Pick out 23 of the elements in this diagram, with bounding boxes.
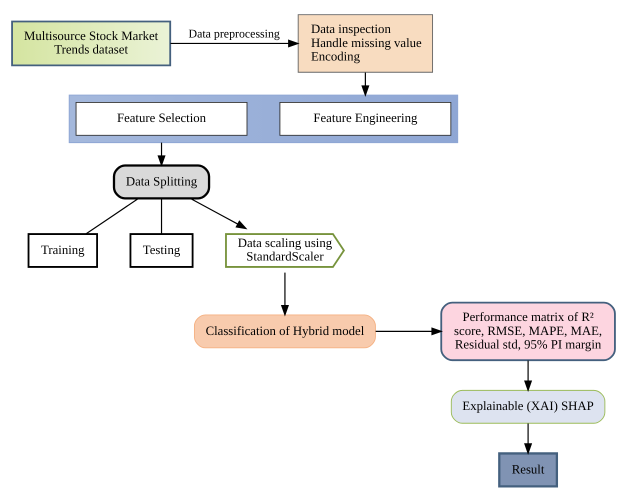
node-box: Training	[28, 233, 98, 268]
arrow	[158, 142, 166, 167]
node-box: Performance matrix of R² score, RMSE, MAPE, MAE, Residual std, 95% PI margin	[440, 302, 616, 362]
cluster	[68, 94, 458, 144]
arrow	[361, 72, 370, 97]
arrow	[170, 39, 300, 48]
connector	[160, 198, 162, 234]
connector	[85, 198, 139, 235]
node-box: Multisource Stock Market Trends dataset	[11, 20, 172, 66]
arrow	[376, 327, 443, 336]
arrow	[524, 360, 532, 392]
node-box: Feature Selection	[76, 102, 248, 136]
node-box: Testing	[130, 233, 194, 268]
node-box: Data inspection Handle missing value Encoding	[298, 14, 434, 73]
node-box: Result	[498, 452, 558, 488]
edge-label: Data preprocessing	[188, 26, 280, 40]
arrow	[280, 272, 289, 317]
node-box: Data Splitting	[112, 164, 210, 200]
arrow	[524, 424, 532, 455]
node-box: Explainable (XAI) SHAP	[450, 390, 606, 424]
arrow	[190, 198, 248, 230]
node-box: Feature Engineering	[279, 102, 452, 136]
node-box: Classification of Hybrid model	[194, 314, 376, 348]
